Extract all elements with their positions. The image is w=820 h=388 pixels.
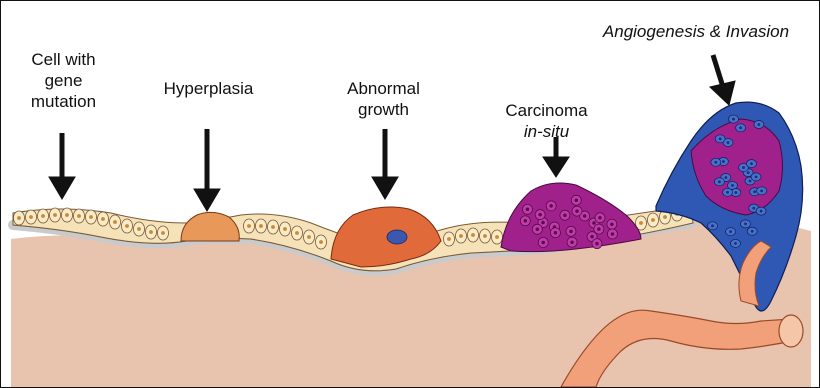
arrow-mutation — [49, 133, 75, 199]
cell-nucleus — [538, 213, 542, 217]
cell-nucleus — [729, 230, 732, 233]
cell-nucleus — [459, 234, 463, 238]
label-abnormal-growth: Abnormal growth — [326, 78, 441, 120]
cell-nucleus — [651, 218, 655, 222]
label-mutation-line2: gene — [11, 70, 116, 91]
cell-nucleus — [125, 224, 129, 228]
cell-nucleus — [77, 214, 81, 218]
cell-nucleus — [760, 189, 763, 192]
cell-nucleus — [259, 224, 263, 228]
cell-nucleus — [575, 198, 579, 202]
cell-nucleus — [711, 224, 714, 227]
cell-nucleus — [137, 227, 141, 231]
cell-nucleus — [541, 221, 545, 225]
cell-nucleus — [583, 214, 587, 218]
cell-nucleus — [719, 137, 722, 140]
cell-nucleus — [283, 227, 287, 231]
cell-nucleus — [101, 217, 105, 221]
cell-nucleus — [731, 184, 734, 187]
cell-nucleus — [726, 191, 729, 194]
label-abnormal-line2: growth — [326, 99, 441, 120]
cell-nucleus — [65, 213, 69, 217]
cell-nucleus — [597, 227, 601, 231]
arrow-hyperplasia — [194, 129, 220, 211]
cell-nucleus — [319, 240, 323, 244]
cell-nucleus — [747, 171, 750, 174]
cell-nucleus — [610, 222, 614, 226]
label-carcinoma-line1: Carcinoma — [489, 100, 604, 121]
label-mutation-line3: mutation — [11, 91, 116, 112]
cell-nucleus — [727, 141, 730, 144]
cell-nucleus — [247, 224, 251, 228]
cell-nucleus — [569, 230, 573, 234]
cell-nucleus — [41, 214, 45, 218]
cell-nucleus — [113, 220, 117, 224]
cell-nucleus — [611, 232, 615, 236]
cell-nucleus — [495, 235, 499, 239]
cell-nucleus — [554, 231, 558, 235]
cell-nucleus — [760, 210, 763, 213]
label-abnormal-line1: Abnormal — [326, 78, 441, 99]
cell-nucleus — [17, 216, 21, 220]
label-mutation-line1: Cell with — [11, 49, 116, 70]
cell-nucleus — [89, 215, 93, 219]
label-carcinoma-line2: in-situ — [489, 121, 604, 142]
cell-nucleus — [526, 208, 530, 212]
label-hyperplasia-text: Hyperplasia — [141, 78, 276, 99]
cell-nucleus — [295, 231, 299, 235]
arrow-angiogenesis — [710, 55, 735, 105]
label-carcinoma-in-situ: Carcinoma in-situ — [489, 100, 604, 142]
cell-nucleus — [755, 175, 758, 178]
cell-nucleus — [161, 231, 165, 235]
cell-nucleus — [639, 221, 643, 225]
cell-nucleus — [749, 180, 752, 183]
cell-nucleus — [536, 228, 540, 232]
cell-nucleus — [483, 234, 487, 238]
cell-nucleus — [471, 233, 475, 237]
cell-nucleus — [549, 204, 553, 208]
cell-nucleus — [271, 225, 275, 229]
cell-nucleus — [590, 235, 594, 239]
cell-nucleus — [563, 213, 567, 217]
cell-nucleus — [663, 215, 667, 219]
cell-nucleus — [595, 242, 599, 246]
cell-nucleus — [751, 230, 754, 233]
cell-nucleus — [570, 240, 574, 244]
cell-nucleus — [592, 221, 596, 225]
cell-nucleus — [714, 161, 717, 164]
cell-nucleus — [732, 118, 735, 121]
cell-nucleus — [722, 160, 725, 163]
cell-nucleus — [742, 166, 745, 169]
cell-nucleus — [53, 213, 57, 217]
arrow-carcinoma — [543, 137, 569, 177]
cell-nucleus — [307, 235, 311, 239]
cell-nucleus — [598, 216, 602, 220]
cell-nucleus — [29, 215, 33, 219]
cell-nucleus — [447, 237, 451, 241]
label-angiogenesis-text: Angiogenesis & Invasion — [571, 21, 820, 42]
label-hyperplasia: Hyperplasia — [141, 78, 276, 99]
label-angiogenesis-invasion: Angiogenesis & Invasion — [571, 21, 820, 42]
cell-nucleus — [744, 222, 747, 225]
cell-nucleus — [718, 180, 721, 183]
cell-nucleus — [750, 162, 753, 165]
label-cell-with-gene-mutation: Cell with gene mutation — [11, 49, 116, 112]
cell-nucleus — [575, 209, 579, 213]
cell-nucleus — [753, 190, 756, 193]
cell-nucleus — [724, 176, 727, 179]
cell-nucleus — [752, 207, 755, 210]
arrow-abnormal — [372, 129, 398, 199]
cell-nucleus — [149, 230, 153, 234]
cell-nucleus — [734, 191, 737, 194]
cell-nucleus — [541, 241, 545, 245]
cell-nucleus — [524, 219, 528, 223]
cell-nucleus — [757, 123, 760, 126]
cell-nucleus — [739, 126, 742, 129]
cell-nucleus — [734, 242, 737, 245]
